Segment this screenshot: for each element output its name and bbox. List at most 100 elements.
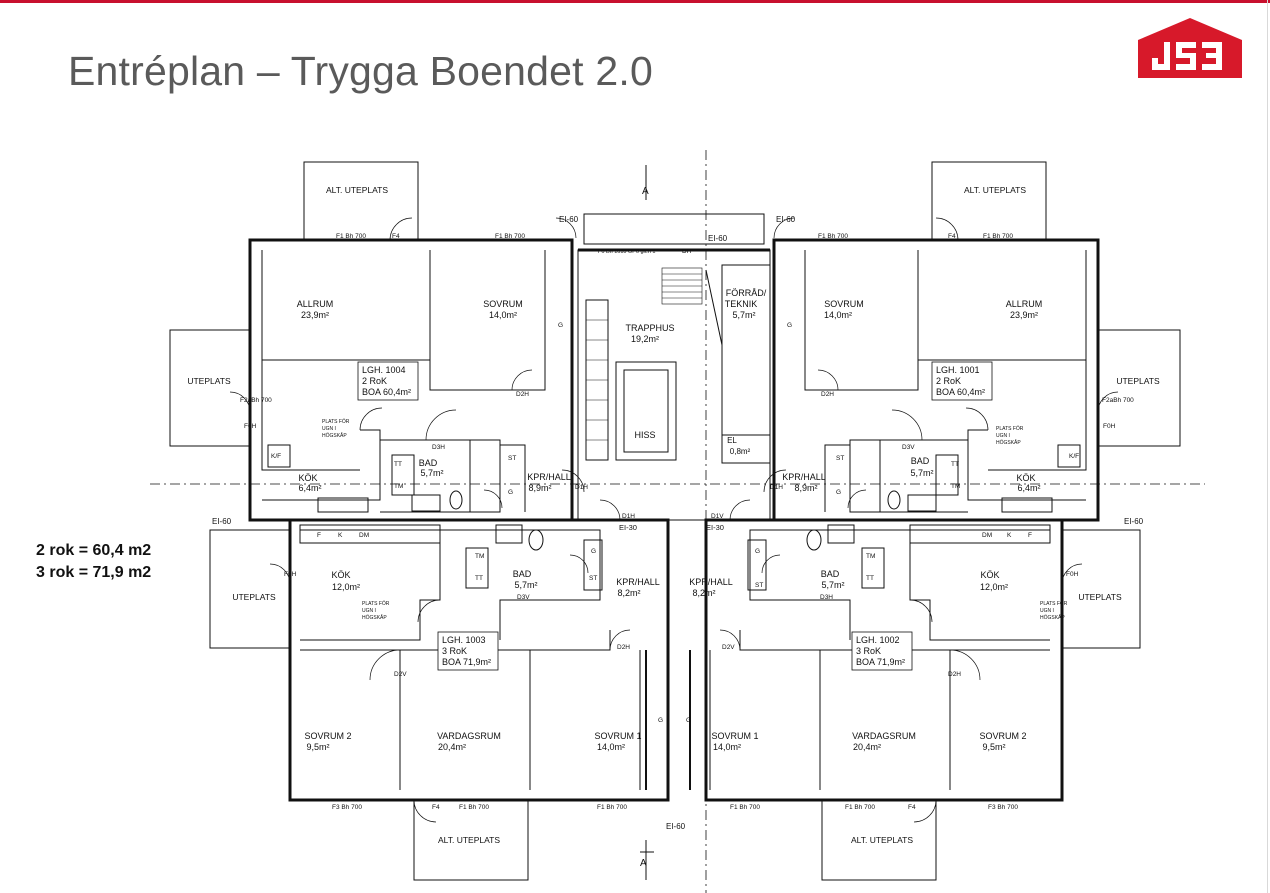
window-f1-tr2: F1 Bh 700 <box>983 233 1013 240</box>
plats-bl-2: UGN I <box>362 608 376 614</box>
plats-br-2: UGN I <box>1040 608 1054 614</box>
door-d3v-bl: D3V <box>517 594 530 601</box>
room-kok-tr: KÖK <box>1016 473 1035 483</box>
alt-uteplats-br: ALT. UTEPLATS <box>851 835 913 845</box>
g-tl2: G <box>508 489 513 496</box>
ei60-right: EI-60 <box>1124 517 1144 526</box>
door-d2h-tr: D2H <box>821 391 834 398</box>
room-sovrum-right: SOVRUM <box>824 299 864 309</box>
room-sovrum1-br: SOVRUM 1 <box>711 731 758 741</box>
room-kpr-tl-area: 8,9m² <box>528 483 551 493</box>
tt-tl: TT <box>394 461 402 468</box>
f-bl: F <box>317 532 321 539</box>
g-tl: G <box>558 322 563 329</box>
window-f4-tr: F4 <box>948 233 956 240</box>
room-vardagsrum-br-area: 20,4m² <box>853 742 881 752</box>
apt-1002-type: 3 RoK <box>856 646 881 656</box>
room-bad-tl-area: 5,7m² <box>420 468 443 478</box>
room-forrad-area: 5,7m² <box>732 310 755 320</box>
window-f0h-r: F0H <box>1103 423 1116 430</box>
door-d2v-br: D2V <box>722 644 735 651</box>
uteplats-l2: UTEPLATS <box>232 592 276 602</box>
room-sovrum-left-area: 14,0m² <box>489 310 517 320</box>
outdoor-labels: ALT. UTEPLATS ALT. UTEPLATS ALT. UTEPLAT… <box>187 185 1160 845</box>
k-br: K <box>1007 532 1012 539</box>
kf-tl: K/F <box>271 453 281 460</box>
plats-tl-3: HÖGSKÅP <box>322 432 347 439</box>
door-d1h-tl: D1H <box>575 484 588 491</box>
tm-bl: TM <box>475 553 484 560</box>
room-bad-tr: BAD <box>911 456 930 466</box>
alt-uteplats-tr: ALT. UTEPLATS <box>964 185 1026 195</box>
room-vardagsrum-br: VARDAGSRUM <box>852 731 916 741</box>
window-f0h-l: F0H <box>244 423 257 430</box>
window-f4-tl: F4 <box>392 233 400 240</box>
room-sovrum2-br-area: 9,5m² <box>982 742 1005 752</box>
room-bad-br: BAD <box>821 569 840 579</box>
door-d1v-r: D1V <box>711 513 724 520</box>
ei30-right: EI-30 <box>706 523 724 532</box>
apt-1004-boa: BOA 60,4m² <box>362 387 411 397</box>
window-f2-l: F2aBh 700 <box>240 397 272 404</box>
room-kpr-br-area: 8,2m² <box>692 588 715 598</box>
room-allrum-right: ALLRUM <box>1006 299 1043 309</box>
tm-tr: TM <box>951 483 960 490</box>
room-sovrum2-br: SOVRUM 2 <box>979 731 1026 741</box>
apt-1004-id: LGH. 1004 <box>362 365 406 375</box>
room-kok-tl: KÖK <box>298 473 317 483</box>
room-labels: ALLRUM 23,9m² SOVRUM 14,0m² TRAPPHUS 19,… <box>297 288 1043 752</box>
apt-1001-boa: BOA 60,4m² <box>936 387 985 397</box>
room-vardagsrum-bl: VARDAGSRUM <box>437 731 501 741</box>
k-bl: K <box>338 532 343 539</box>
apartment-labels: LGH. 1004 2 RoK BOA 60,4m² LGH. 1001 2 R… <box>357 361 993 671</box>
room-vardagsrum-bl-area: 20,4m² <box>438 742 466 752</box>
room-sovrum1-bl-area: 14,0m² <box>597 742 625 752</box>
room-sovrum2-bl: SOVRUM 2 <box>304 731 351 741</box>
tt-tr: TT <box>951 461 959 468</box>
tt-bl: TT <box>475 575 483 582</box>
door-d3v-tr: D3V <box>902 444 915 451</box>
apt-1003-type: 3 RoK <box>442 646 467 656</box>
room-kpr-tl: KPR/HALL <box>527 472 571 482</box>
window-f0h-br: F0H <box>1066 571 1079 578</box>
ei60-bottom: EI-60 <box>666 822 686 831</box>
room-kok-bl-area: 12,0m² <box>332 582 360 592</box>
plats-tr-3: HÖGSKÅP <box>996 439 1021 446</box>
room-kok-br: KÖK <box>980 570 999 580</box>
uteplats-r2: UTEPLATS <box>1078 592 1122 602</box>
window-f0h-bl: F0H <box>284 571 297 578</box>
section-mark-top: A <box>642 186 649 197</box>
g-br: G <box>755 548 760 555</box>
room-allrum-left: ALLRUM <box>297 299 334 309</box>
st-tl: ST <box>508 455 516 462</box>
st-tr: ST <box>836 455 844 462</box>
g-tr2: G <box>836 489 841 496</box>
window-f3-br: F3 Bh 700 <box>988 804 1018 811</box>
door-d2h-tl: D2H <box>516 391 529 398</box>
room-allrum-right-area: 23,9m² <box>1010 310 1038 320</box>
room-sovrum1-br-area: 14,0m² <box>713 742 741 752</box>
room-el-area: 0,8m² <box>730 447 751 456</box>
room-bad-bl-area: 5,7m² <box>514 580 537 590</box>
apt-1004-type: 2 RoK <box>362 376 387 386</box>
room-kpr-bl-area: 8,2m² <box>617 588 640 598</box>
room-kok-tr-area: 6,4m² <box>1017 483 1040 493</box>
plan-annotations: A A EI-60 EI-60 EI-60 EI-60 EI-60 EI-60 … <box>212 186 1144 869</box>
apt-1001-id: LGH. 1001 <box>936 365 980 375</box>
alt-uteplats-tl: ALT. UTEPLATS <box>326 185 388 195</box>
door-d-stair: DH <box>682 248 692 255</box>
ei60-top-left: EI-60 <box>559 215 579 224</box>
apt-1002-boa: BOA 71,9m² <box>856 657 905 667</box>
room-allrum-left-area: 23,9m² <box>301 310 329 320</box>
room-bad-tr-area: 5,7m² <box>910 468 933 478</box>
window-f1-br2: F1 Bh 700 <box>845 804 875 811</box>
page-title: Entréplan – Trygga Boendet 2.0 <box>68 48 653 94</box>
plats-bl-3: HÖGSKÅP <box>362 614 387 621</box>
alt-uteplats-bl: ALT. UTEPLATS <box>438 835 500 845</box>
room-sovrum2-bl-area: 9,5m² <box>306 742 329 752</box>
st-br: ST <box>755 582 763 589</box>
plats-tr-2: UGN I <box>996 433 1010 439</box>
room-kpr-tr: KPR/HALL <box>782 472 826 482</box>
apt-1001-type: 2 RoK <box>936 376 961 386</box>
